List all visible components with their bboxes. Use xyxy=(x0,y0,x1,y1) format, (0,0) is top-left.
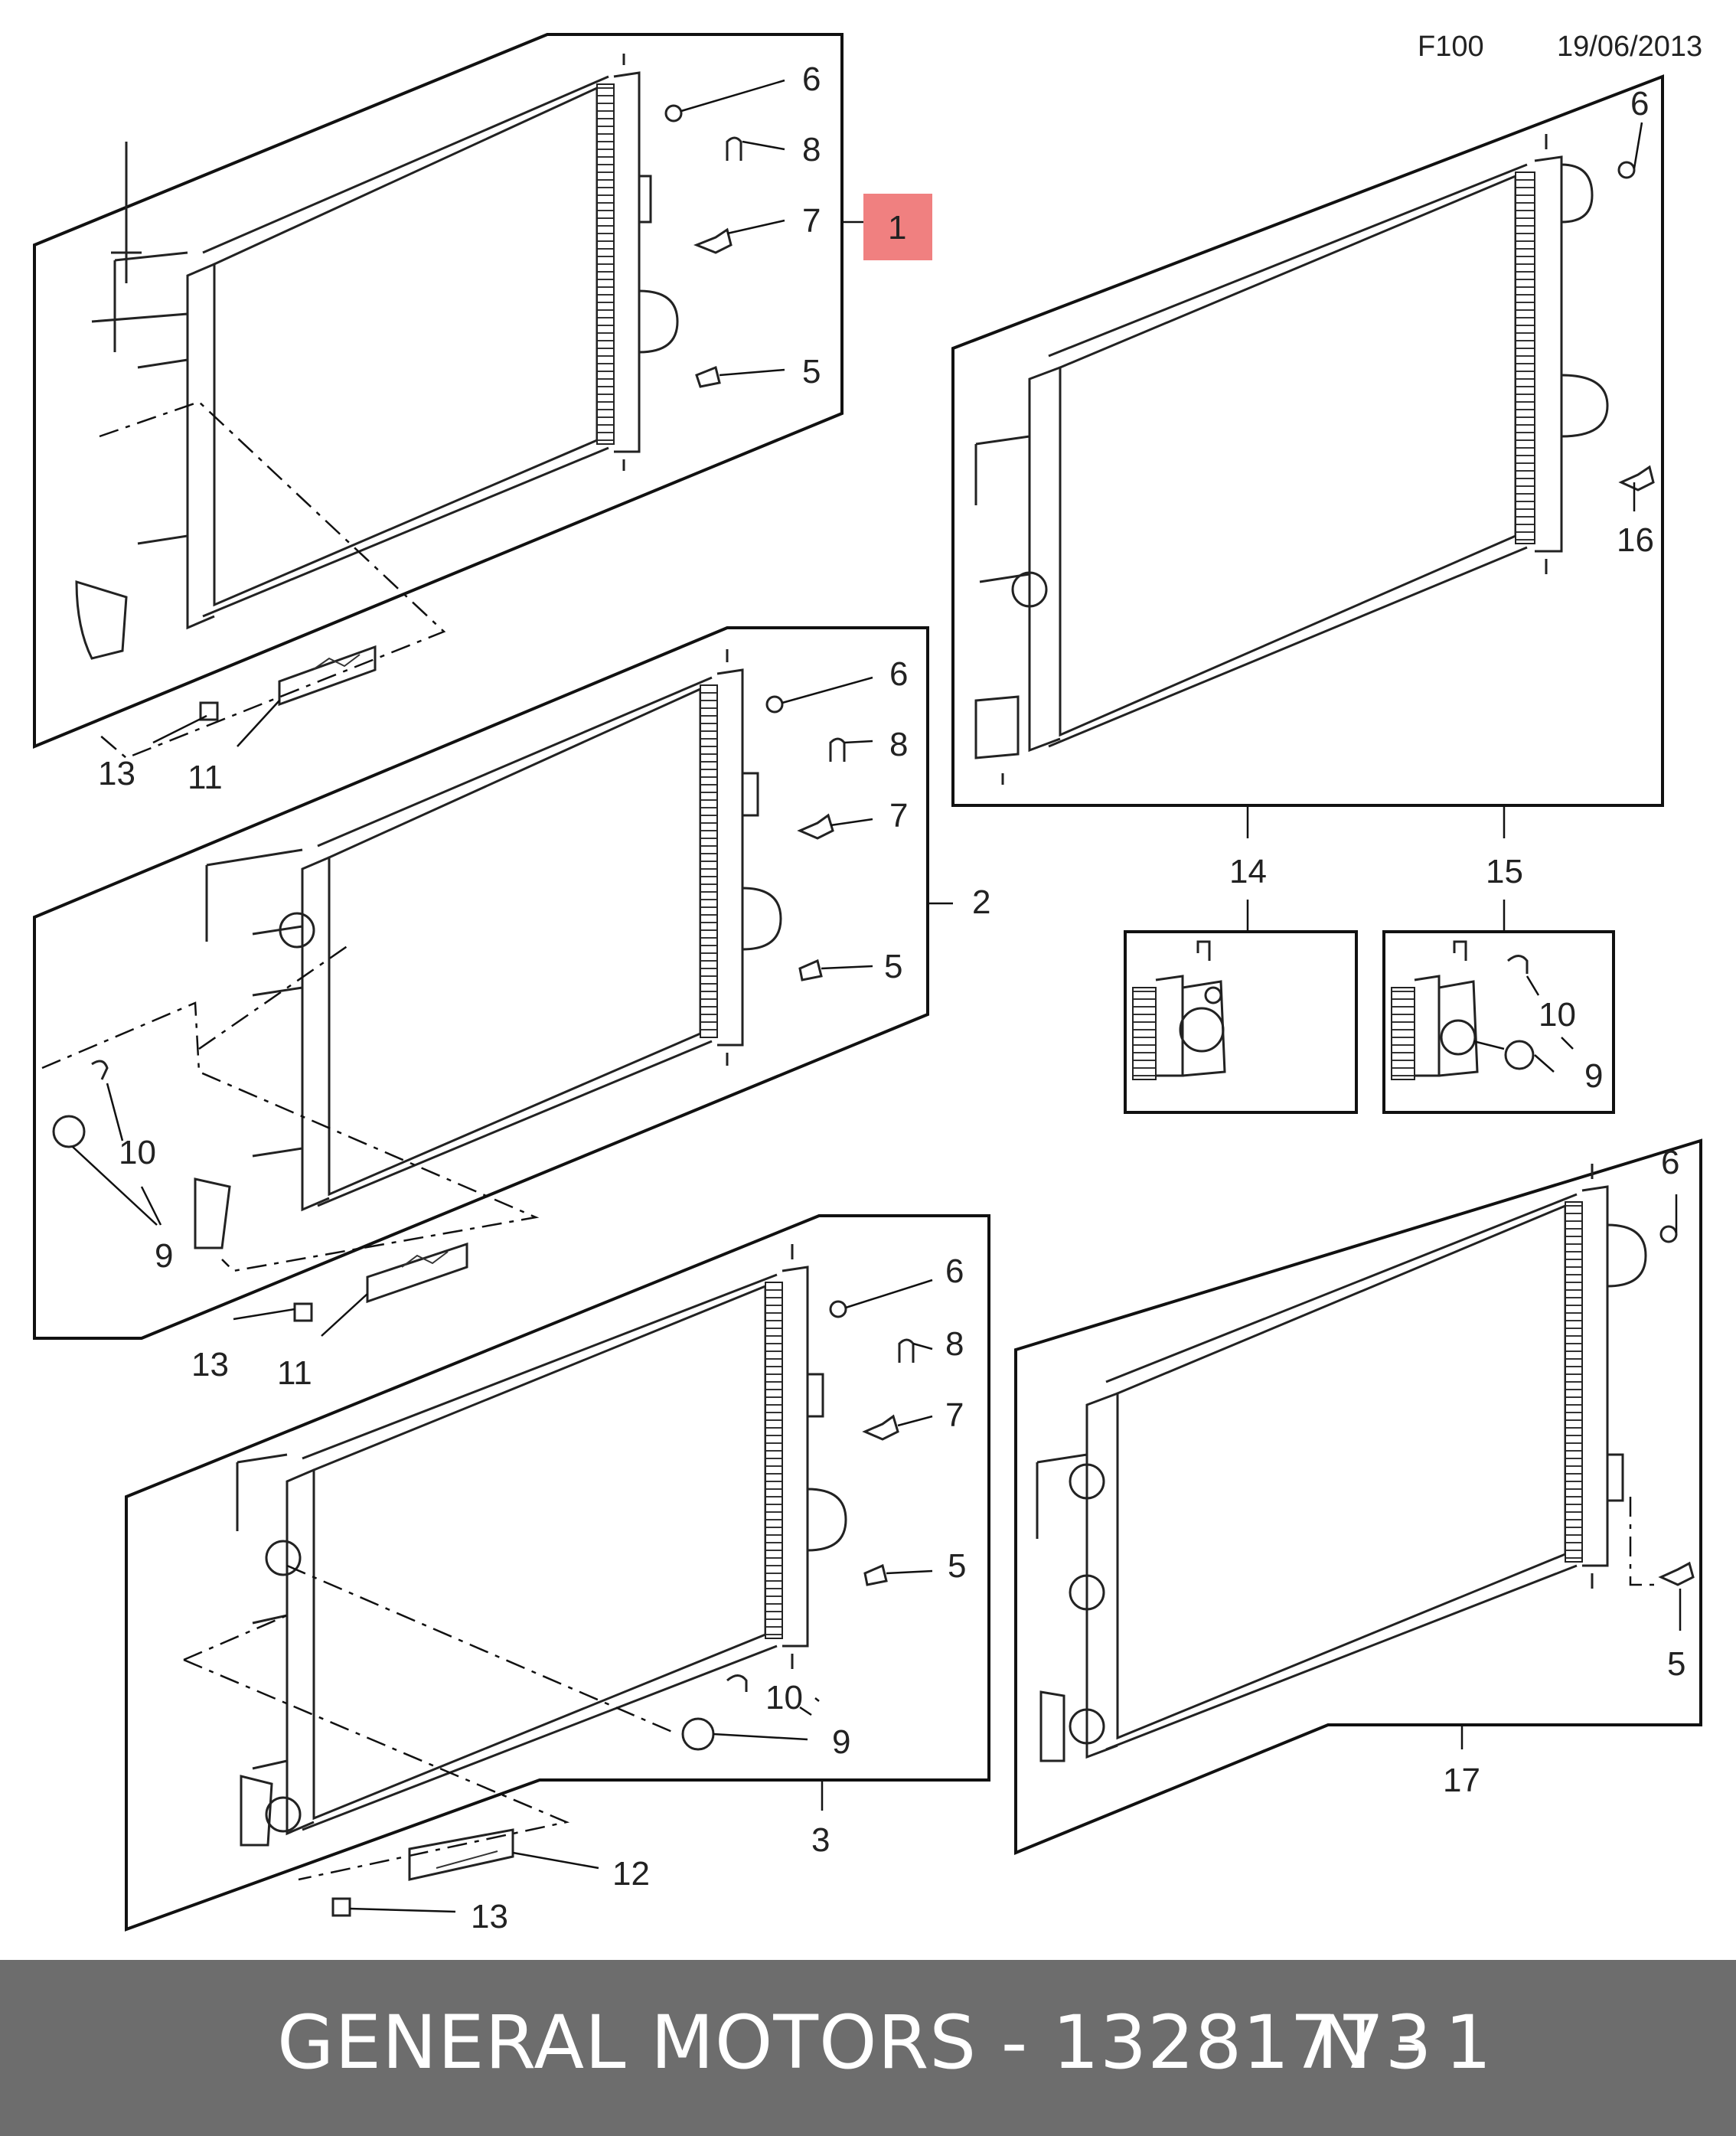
callout-2-5: 5 xyxy=(884,948,902,985)
radiator-1 xyxy=(75,54,679,660)
detail-14-frame xyxy=(1124,930,1358,1114)
panel-radiator-1: 6 8 7 1 5 13 11 xyxy=(33,33,932,796)
callout-2-8: 8 xyxy=(889,726,908,763)
diagram-date: 19/06/2013 xyxy=(1557,31,1703,63)
panel-6-frame xyxy=(1014,1138,1702,1855)
panel-3-frame xyxy=(125,1214,990,1932)
callout-1-5: 5 xyxy=(802,353,821,390)
callout-part-2: 2 xyxy=(972,883,990,921)
callout-6-5: 5 xyxy=(1667,1645,1685,1683)
nut-3 xyxy=(331,1897,351,1917)
callout-2-13: 13 xyxy=(191,1346,229,1383)
callout-3-8: 8 xyxy=(945,1325,964,1363)
radiator-3 xyxy=(236,1244,847,1847)
brand-part-number: GENERAL MOTORS - 13281773 xyxy=(277,2000,1433,2085)
callout-15-9: 9 xyxy=(1584,1057,1603,1095)
callout-part-14: 14 xyxy=(1229,853,1267,890)
callout-1-13: 13 xyxy=(98,755,135,792)
detail-15-frame xyxy=(1382,930,1615,1114)
callout-1-6: 6 xyxy=(802,60,821,98)
callout-3-5: 5 xyxy=(948,1547,966,1585)
bracket-3 xyxy=(408,1828,514,1881)
callout-3-7: 7 xyxy=(945,1396,964,1434)
callout-2-7: 7 xyxy=(889,797,908,834)
callout-1-8: 8 xyxy=(802,131,821,168)
callout-4-6: 6 xyxy=(1630,85,1649,122)
callout-15-10: 10 xyxy=(1539,996,1576,1034)
cap-15 xyxy=(1504,1040,1535,1070)
radiator-4 xyxy=(974,134,1609,785)
diagram-code: F100 xyxy=(1418,31,1484,63)
callout-1-11: 11 xyxy=(188,759,223,796)
callout-4-16: 16 xyxy=(1617,521,1654,559)
callout-part-1: 1 xyxy=(888,209,906,247)
bracket-2 xyxy=(366,1242,468,1304)
cap-2 xyxy=(52,1115,86,1148)
callout-3-6: 6 xyxy=(945,1253,964,1290)
panel-radiator-2: 6 8 7 2 5 10 9 13 11 xyxy=(33,626,990,1392)
panel-radiator-6: 6 5 17 xyxy=(1014,1138,1702,1855)
callout-2-10: 10 xyxy=(119,1134,156,1171)
callout-2-11: 11 xyxy=(277,1354,312,1392)
nut-1 xyxy=(199,701,219,721)
part-1-highlight xyxy=(863,194,932,260)
callout-1-7: 7 xyxy=(802,202,821,240)
radiator-exploded-diagram: 6 8 7 1 5 13 11 6 xyxy=(33,33,1702,1935)
quantity-label: N - 1 xyxy=(1317,2000,1492,2085)
radiator-2 xyxy=(194,649,782,1249)
callout-3-12: 12 xyxy=(612,1855,650,1893)
nut-2 xyxy=(293,1302,313,1322)
panel-radiator-4: 6 16 14 15 xyxy=(951,74,1664,930)
panel-4-frame xyxy=(951,74,1664,807)
radiator-6 xyxy=(1036,1164,1647,1762)
bracket-1 xyxy=(278,645,377,707)
callout-3-9: 9 xyxy=(832,1723,850,1761)
detail-15: 10 9 xyxy=(1382,930,1615,1114)
callout-3-13: 13 xyxy=(471,1898,508,1935)
callout-3-10: 10 xyxy=(765,1679,803,1716)
detail-14 xyxy=(1124,930,1358,1114)
callout-2-9: 9 xyxy=(155,1237,173,1275)
cap-3 xyxy=(681,1717,715,1751)
panel-2-frame xyxy=(33,626,929,1340)
panel-radiator-3: 6 8 7 5 10 9 3 12 13 xyxy=(125,1214,990,1935)
callout-6-6: 6 xyxy=(1661,1144,1679,1181)
part-number-footer: GENERAL MOTORS - 13281773 N - 1 xyxy=(0,1960,1736,2136)
callout-part-17: 17 xyxy=(1443,1762,1480,1799)
panel-1-frame xyxy=(33,33,844,749)
callout-part-3: 3 xyxy=(811,1821,830,1859)
callout-2-6: 6 xyxy=(889,655,908,693)
callout-part-15: 15 xyxy=(1486,853,1523,890)
